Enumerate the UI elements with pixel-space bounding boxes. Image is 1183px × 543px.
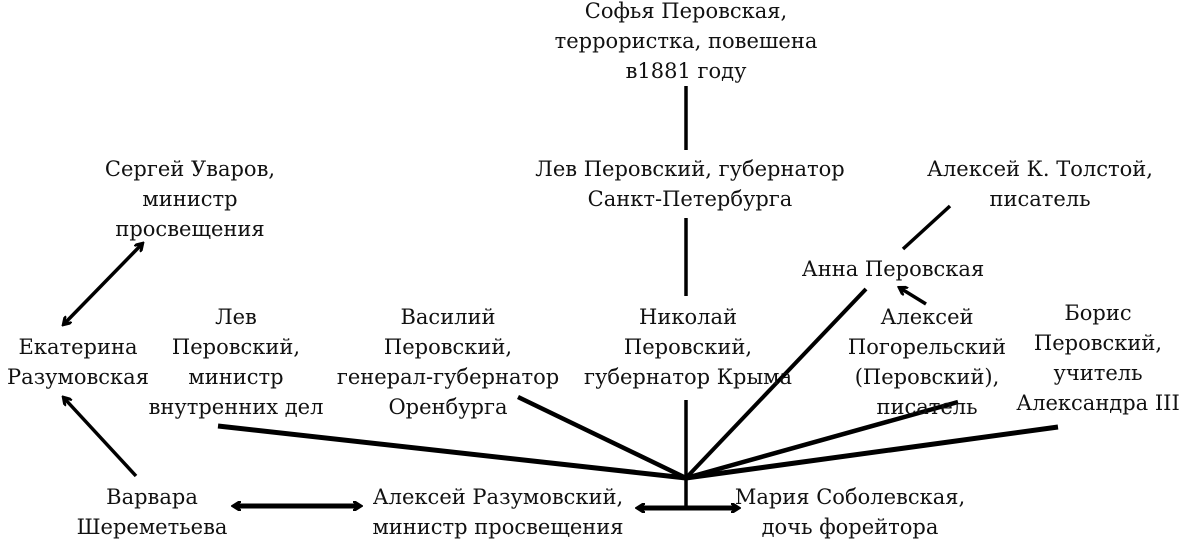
node-line: министр	[142, 187, 238, 211]
arrow-pogorelsky-anna	[900, 288, 927, 306]
node-line: Лев	[215, 305, 257, 329]
node-line: Алексей К. Толстой,	[927, 157, 1153, 181]
node-line: Погорельский	[847, 335, 1007, 359]
node-line: Василий	[400, 305, 496, 329]
node-line: Николай	[639, 305, 737, 329]
node-varvara-sheremeteva: Варвара Шереметьева	[77, 482, 228, 542]
node-aleksey-razumovsky: Алексей Разумовский, министр просвещения	[372, 482, 623, 542]
line-hub-pogorelsky	[685, 399, 959, 481]
node-lev-perovsky-minister: Лев Перовский, министр внутренних дел	[149, 302, 324, 422]
node-sofya-perovskaya: Софья Перовская, террористка, повешена в…	[555, 0, 818, 86]
node-line: Перовский,	[383, 335, 513, 359]
node-aleksey-pogorelsky: Алексей Погорельский (Перовский), писате…	[848, 302, 1006, 422]
node-line: террористка, повешена	[554, 29, 818, 53]
arrow-varvara-ekaterina	[64, 398, 138, 478]
node-anna-perovskaya: Анна Перовская	[802, 254, 984, 284]
node-line: Шереметьева	[76, 515, 228, 539]
node-line: дочь форейтора	[761, 515, 939, 539]
node-line: министр	[188, 365, 284, 389]
node-line: Оренбурга	[388, 395, 508, 419]
node-line: министр просвещения	[372, 515, 624, 539]
line-hub-vasiliy	[517, 394, 687, 481]
node-sergey-uvarov: Сергей Уваров, министр просвещения	[105, 154, 275, 244]
node-line: генерал-губернатор	[336, 365, 560, 389]
node-line: Александра III	[1016, 391, 1180, 415]
node-vasiliy-perovsky: Василий Перовский, генерал-губернатор Ор…	[337, 302, 559, 422]
node-line: Екатерина	[18, 335, 138, 359]
node-aleksey-tolstoy: Алексей К. Толстой, писатель	[927, 154, 1153, 214]
line-anna-tolstoy	[901, 204, 952, 251]
line-hub-boris	[685, 424, 1059, 481]
node-line: Софья Перовская,	[584, 0, 788, 23]
node-maria-sobolevskaya: Мария Соболевская, дочь форейтора	[735, 482, 965, 542]
node-line: учитель	[1053, 361, 1143, 385]
node-line: просвещения	[115, 217, 265, 241]
arrow-uvarov-ekaterina	[64, 244, 142, 324]
line-hub-anna	[684, 287, 868, 480]
node-line: Борис	[1064, 301, 1132, 325]
node-nikolay-perovsky: Николай Перовский, губернатор Крыма	[584, 302, 792, 392]
node-line: (Перовский),	[854, 365, 1000, 389]
node-line: Анна Перовская	[801, 257, 985, 281]
node-lev-perovsky-governor: Лев Перовский, губернатор Санкт-Петербур…	[535, 154, 844, 214]
node-line: Мария Соболевская,	[734, 485, 966, 509]
node-line: Санкт-Петербурга	[587, 187, 793, 211]
node-line: Алексей Разумовский,	[372, 485, 624, 509]
line-hub-lev-min	[217, 423, 687, 481]
node-line: Сергей Уваров,	[104, 157, 276, 181]
node-line: губернатор Крыма	[583, 365, 793, 389]
node-line: писатель	[876, 395, 978, 419]
node-line: Варвара	[106, 485, 198, 509]
node-boris-perovsky: Борис Перовский, учитель Александра III	[1016, 298, 1180, 418]
node-line: Разумовская	[7, 365, 149, 389]
node-line: Лев Перовский, губернатор	[535, 157, 845, 181]
node-line: Перовский,	[1033, 331, 1163, 355]
node-line: Перовский,	[623, 335, 753, 359]
node-line: Перовский,	[171, 335, 301, 359]
node-line: внутренних дел	[148, 395, 324, 419]
node-ekaterina-razumovskaya: Екатерина Разумовская	[7, 332, 149, 392]
node-line: Алексей	[880, 305, 974, 329]
node-line: писатель	[989, 187, 1091, 211]
node-line: в1881 году	[625, 59, 747, 83]
